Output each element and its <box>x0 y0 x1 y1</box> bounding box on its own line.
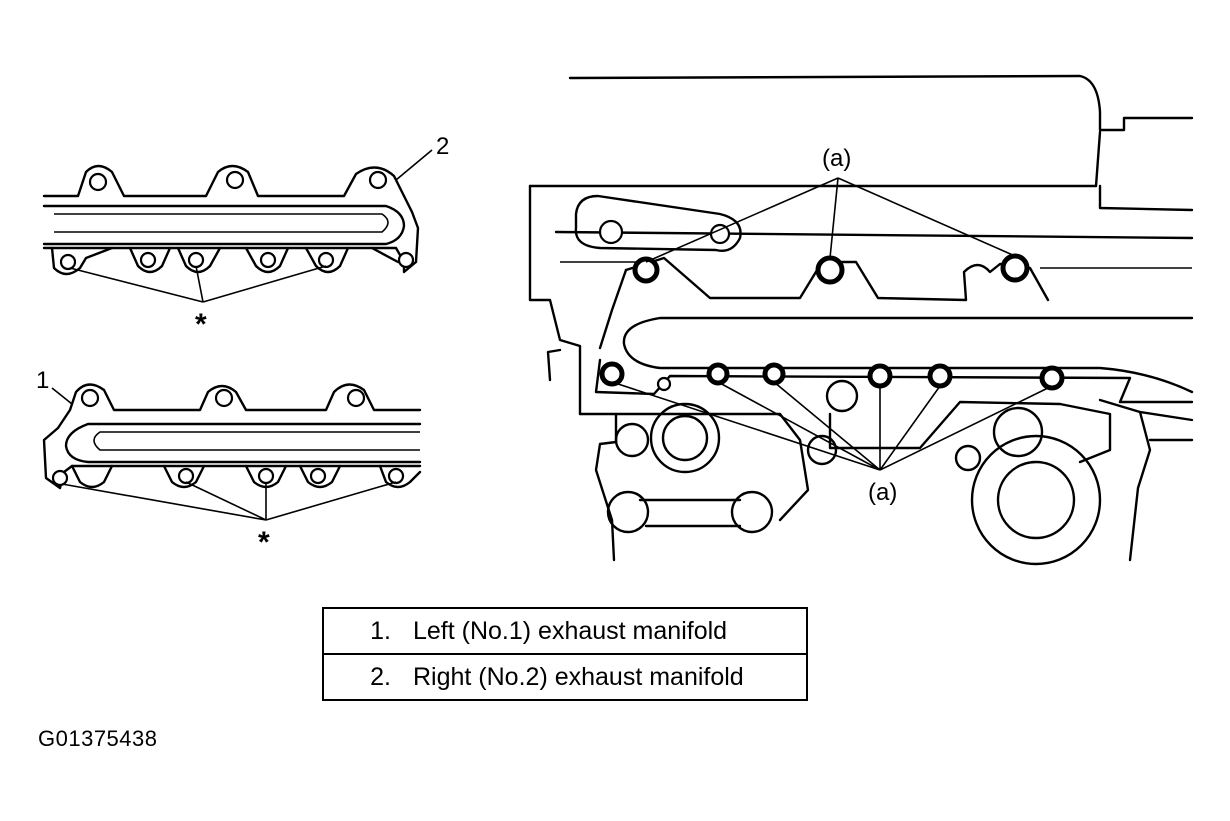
legend-row: 1. Left (No.1) exhaust manifold <box>322 607 808 655</box>
asterisk-mark-lower: * <box>258 526 270 559</box>
legend-number: 2. <box>322 653 405 701</box>
part-1-label: 1 <box>36 367 49 394</box>
bolt-callout-bottom: (a) <box>868 479 897 506</box>
asterisk-mark-upper: * <box>195 308 207 341</box>
engine-installed-view <box>528 74 1194 566</box>
bolt-callout-top: (a) <box>822 145 851 172</box>
left-manifold-drawing <box>42 383 422 521</box>
legend-text: Right (No.2) exhaust manifold <box>405 653 808 701</box>
legend-text: Left (No.1) exhaust manifold <box>405 607 808 655</box>
figure-code: G01375438 <box>38 726 158 751</box>
part-2-label: 2 <box>436 133 449 160</box>
legend-row: 2. Right (No.2) exhaust manifold <box>322 653 808 701</box>
right-manifold-drawing <box>42 149 433 303</box>
legend-number: 1. <box>322 607 405 655</box>
legend-table: 1. Left (No.1) exhaust manifold 2. Right… <box>322 607 808 701</box>
